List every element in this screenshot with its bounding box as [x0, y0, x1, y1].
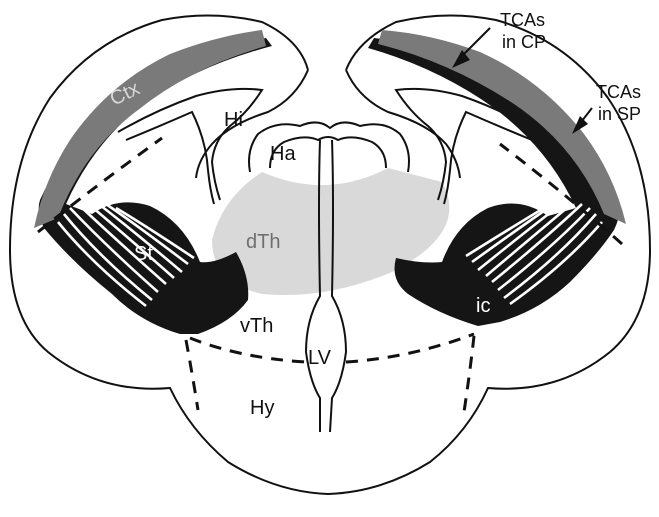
label-vth: vTh [240, 315, 273, 337]
label-ha: Ha [270, 143, 296, 165]
label-lv: LV [308, 347, 332, 369]
callout-tcas-cp-line1: TCAs [500, 10, 545, 30]
right-hemisphere-inner-wall [346, 70, 460, 178]
label-ic: ic [476, 295, 490, 317]
callout-tcas-sp-line1: TCAs [596, 82, 641, 102]
label-st: St [134, 243, 153, 265]
label-hi: Hi [224, 109, 243, 131]
callout-arrow-sp [572, 108, 592, 134]
callout-tcas-sp-line2: in SP [598, 104, 641, 124]
ventral-boundary-dashed [186, 334, 474, 412]
label-dth: dTh [246, 231, 280, 253]
callout-tcas-cp-line2: in CP [502, 32, 546, 52]
label-hy: Hy [250, 397, 274, 419]
